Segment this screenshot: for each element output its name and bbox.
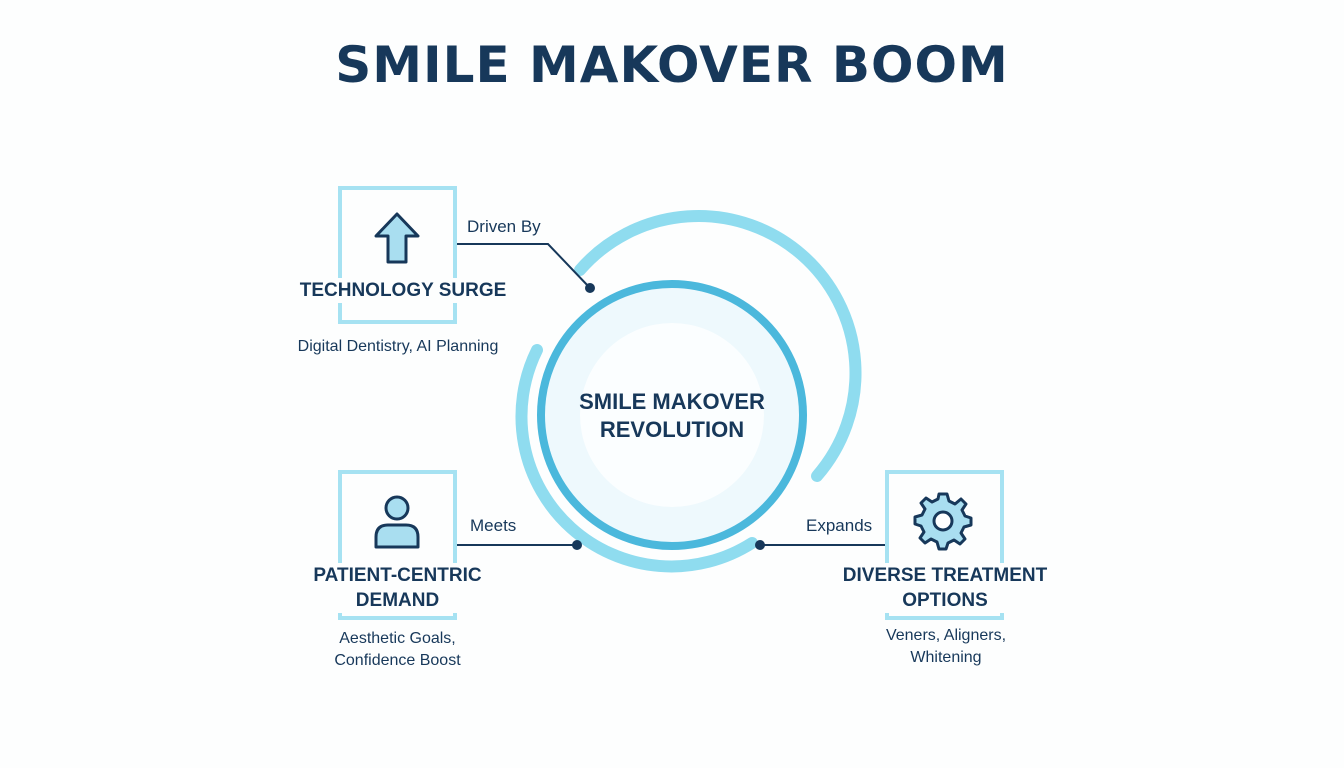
edge-label-expands: Expands	[806, 516, 873, 535]
technology-box	[338, 186, 457, 324]
connector-technology	[457, 243, 591, 289]
technology-label: TECHNOLOGY SURGE	[296, 278, 510, 303]
center-inner-glow	[580, 323, 764, 507]
patient-label-line1: PATIENT-CENTRIC	[313, 565, 482, 586]
connector-dot-patient	[572, 540, 582, 550]
treatment-label: DIVERSE TREATMENT OPTIONS	[838, 563, 1052, 613]
person-icon	[374, 495, 420, 549]
arrow-up-icon	[374, 212, 420, 264]
outer-arc-lower	[515, 344, 758, 573]
center-title: SMILE MAKOVER REVOLUTION	[545, 388, 799, 444]
outer-arc	[574, 209, 862, 482]
connector-dot-treatment	[755, 540, 765, 550]
page-title: SMILE MAKOVER BOOM	[335, 36, 1009, 94]
treatment-description: Veners, Aligners, Whitening	[846, 625, 1046, 669]
patient-label-line2: DEMAND	[355, 590, 440, 611]
edge-label-meets: Meets	[470, 516, 517, 535]
treatment-description-line2: Whitening	[910, 649, 982, 666]
edge-label-driven-by: Driven By	[467, 217, 541, 236]
treatment-description-line1: Veners, Aligners,	[885, 627, 1007, 644]
treatment-box	[885, 470, 1004, 620]
center-title-line2: REVOLUTION	[599, 417, 745, 442]
center-title-line1: SMILE MAKOVER	[579, 389, 765, 414]
gear-icon	[913, 492, 973, 551]
treatment-label-line2: OPTIONS	[902, 590, 988, 611]
patient-description-line1: Aesthetic Goals,	[339, 630, 456, 647]
connector-dot-technology	[585, 283, 595, 293]
patient-description-line2: Confidence Boost	[334, 652, 461, 669]
technology-description: Digital Dentistry, AI Planning	[297, 338, 499, 355]
patient-box	[338, 470, 457, 620]
patient-label: PATIENT-CENTRIC DEMAND	[300, 563, 495, 613]
patient-description: Aesthetic Goals, Confidence Boost	[300, 628, 495, 672]
treatment-label-line1: DIVERSE TREATMENT	[842, 565, 1048, 586]
